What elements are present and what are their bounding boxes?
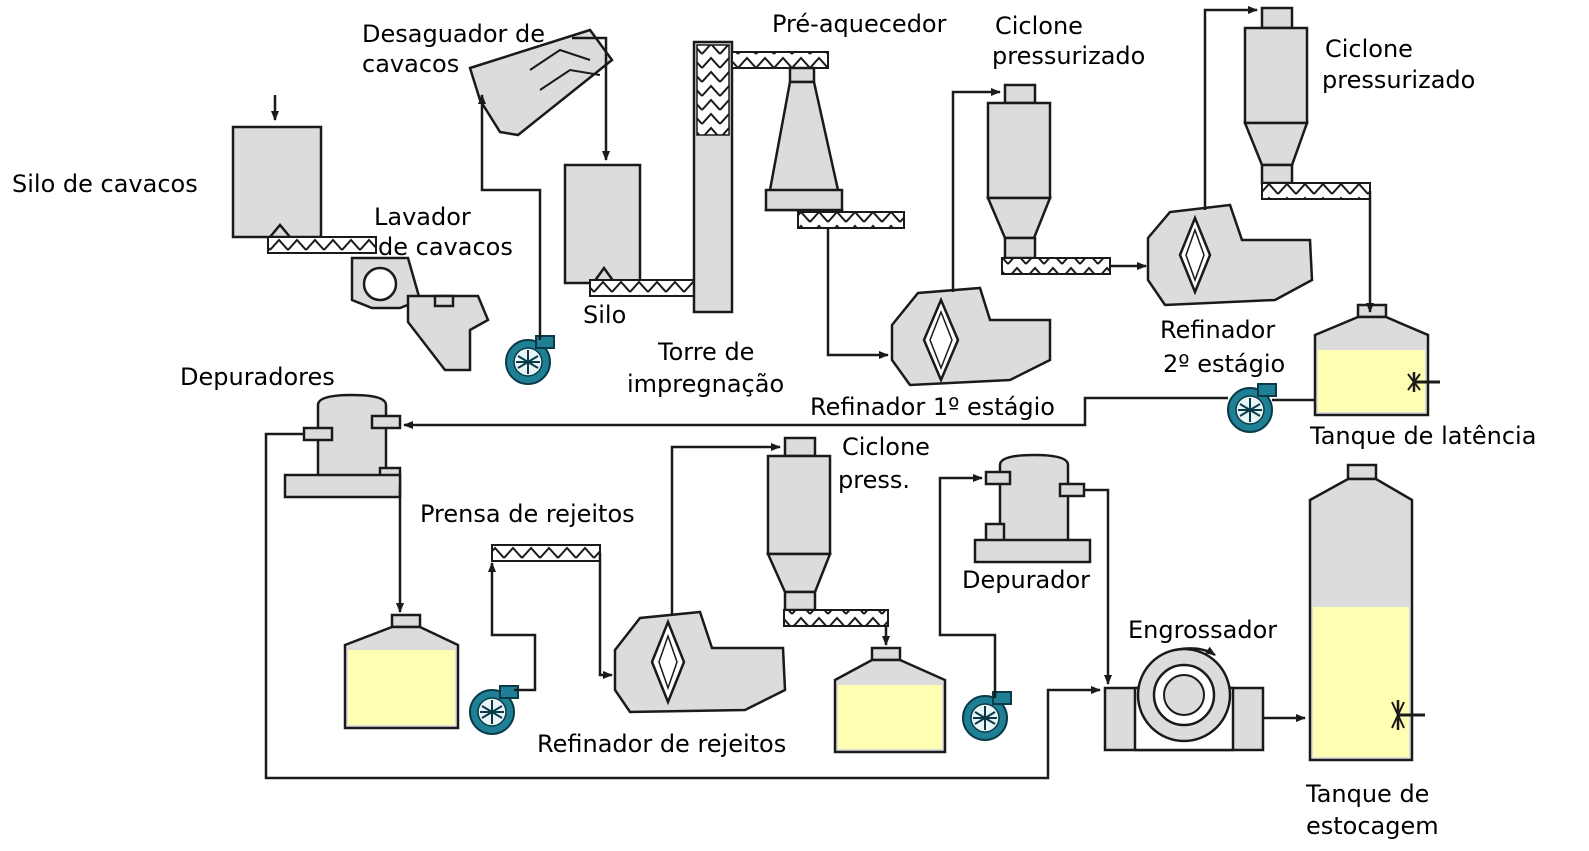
label-silo-de-cavacos: Silo de cavacos: [12, 170, 198, 198]
pump-tanque-prensa: [469, 685, 519, 735]
refinador-1-estagio: [890, 286, 1052, 387]
label-preaquecedor: Pré-aquecedor: [772, 10, 947, 38]
label-ciclone2-1: Ciclone: [1325, 35, 1413, 63]
tanque-de-estocagem: [1308, 463, 1425, 762]
labels: Silo de cavacos Desaguador de cavacos La…: [12, 10, 1536, 840]
label-refinador2-1: Refinador: [1160, 316, 1275, 344]
refinador-2-estagio: [1146, 203, 1314, 307]
process-lines: [264, 6, 1374, 780]
pre-aquecedor: [764, 66, 844, 212]
depurador: [973, 453, 1092, 564]
tanque-prensa: [343, 613, 460, 730]
label-ciclone3-2: press.: [838, 466, 910, 494]
tanque-de-latencia: [1313, 303, 1440, 417]
label-desaguador-2: cavacos: [362, 50, 459, 78]
pump-lavador: [505, 335, 555, 385]
label-refinador-rejeitos: Refinador de rejeitos: [537, 730, 786, 758]
silo-de-cavacos: [231, 95, 323, 239]
label-ciclone2-2: pressurizado: [1322, 66, 1475, 94]
label-torre-2: impregnação: [627, 370, 784, 398]
label-ciclone1-2: pressurizado: [992, 42, 1145, 70]
depuradores: [283, 393, 402, 499]
pump-tanque-2: [962, 691, 1012, 741]
refinador-de-rejeitos: [613, 610, 787, 714]
silo-cavacos-conveyor: [267, 236, 377, 254]
label-prensa: Prensa de rejeitos: [420, 500, 635, 528]
label-ciclone3-1: Ciclone: [842, 433, 930, 461]
label-refinador-1: Refinador 1º estágio: [810, 393, 1055, 421]
pump-refinador-2: [1227, 383, 1277, 433]
label-tanque-estocagem-1: Tanque de: [1305, 780, 1429, 808]
ciclone1-conveyor: [1001, 257, 1111, 275]
ciclone-press: [766, 436, 832, 612]
silo-conveyor: [589, 279, 695, 297]
label-tanque-latencia: Tanque de latência: [1309, 422, 1536, 450]
label-ciclone1-1: Ciclone: [995, 12, 1083, 40]
ciclone-pressurizado-1: [986, 83, 1052, 260]
label-lavador-1: Lavador: [374, 203, 471, 231]
tanque-refinador-rejeitos: [833, 646, 947, 754]
pre-aquecedor-conveyor: [797, 211, 905, 229]
ciclone-press-conveyor: [783, 609, 889, 627]
ciclone-pressurizado-2: [1243, 6, 1309, 185]
label-desaguador-1: Desaguador de: [362, 20, 545, 48]
engrossador: [1103, 646, 1265, 752]
prensa-de-rejeitos: [491, 544, 601, 562]
label-lavador-2: de cavacos: [378, 233, 513, 261]
lavador-de-cavacos: [350, 256, 490, 372]
label-engrossador: Engrossador: [1128, 616, 1277, 644]
label-depuradores: Depuradores: [180, 363, 335, 391]
label-tanque-estocagem-2: estocagem: [1306, 812, 1439, 840]
label-refinador2-2: 2º estágio: [1163, 350, 1285, 378]
label-depurador: Depurador: [962, 566, 1090, 594]
torre-de-impregnacao: [692, 40, 734, 314]
label-silo: Silo: [583, 301, 626, 329]
torre-conveyor: [731, 51, 829, 69]
ciclone2-conveyor: [1261, 182, 1371, 200]
label-torre-1: Torre de: [657, 338, 754, 366]
silo-vessel: [563, 163, 642, 285]
